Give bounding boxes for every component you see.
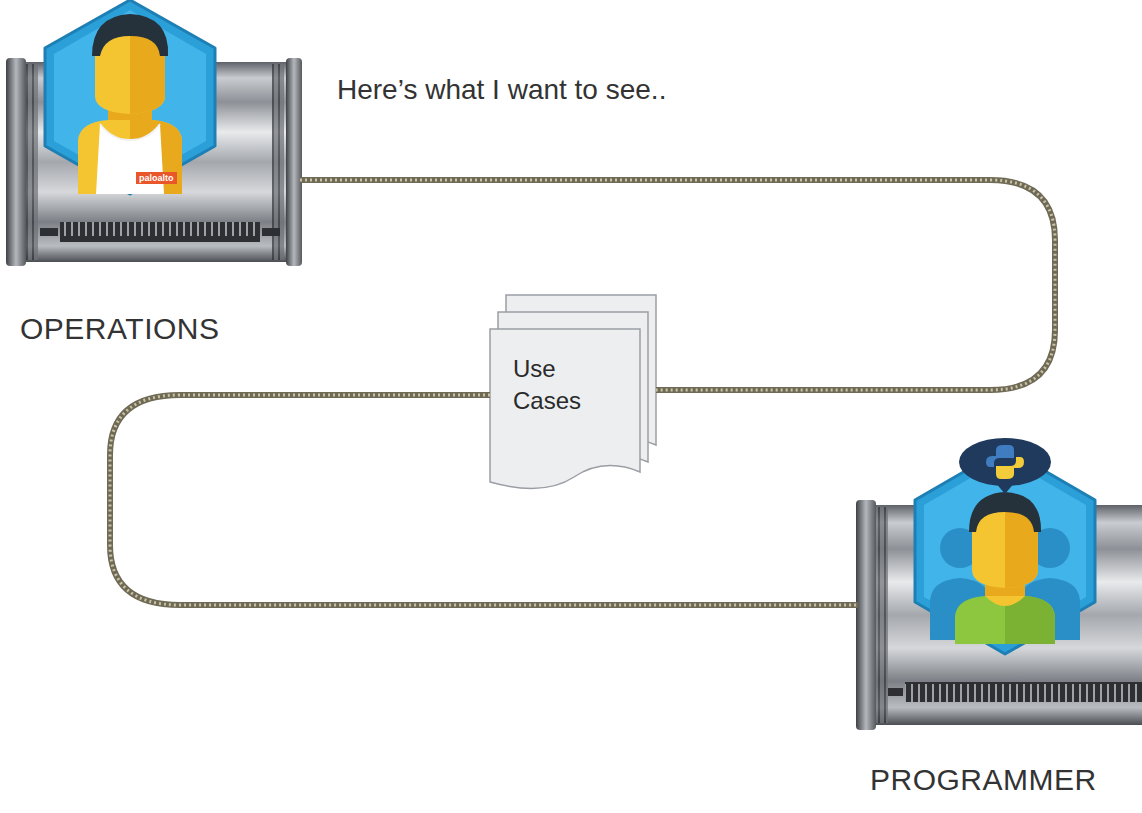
document-stack	[490, 295, 656, 488]
programmer-avatar	[915, 438, 1095, 654]
rope	[300, 180, 1055, 390]
node-label: OPERATIONS	[20, 312, 219, 346]
rope-twist	[300, 180, 1055, 390]
operations-can: OPERATIONS	[8, 62, 300, 262]
document-node: Use Cases	[490, 295, 656, 485]
string-connector	[110, 395, 858, 605]
rope-twist	[110, 395, 858, 605]
operations-avatar	[45, 0, 215, 194]
logo-text: paloalto	[136, 172, 177, 184]
speech-text: Here’s what I want to see..	[335, 74, 668, 106]
node-label: Use Cases	[513, 353, 603, 417]
tin-can	[856, 500, 1142, 730]
programmer-can: PROGRAMMER	[858, 505, 1142, 725]
string-connector	[300, 180, 1055, 390]
node-label: PROGRAMMER	[870, 763, 1097, 797]
rope	[110, 395, 858, 605]
